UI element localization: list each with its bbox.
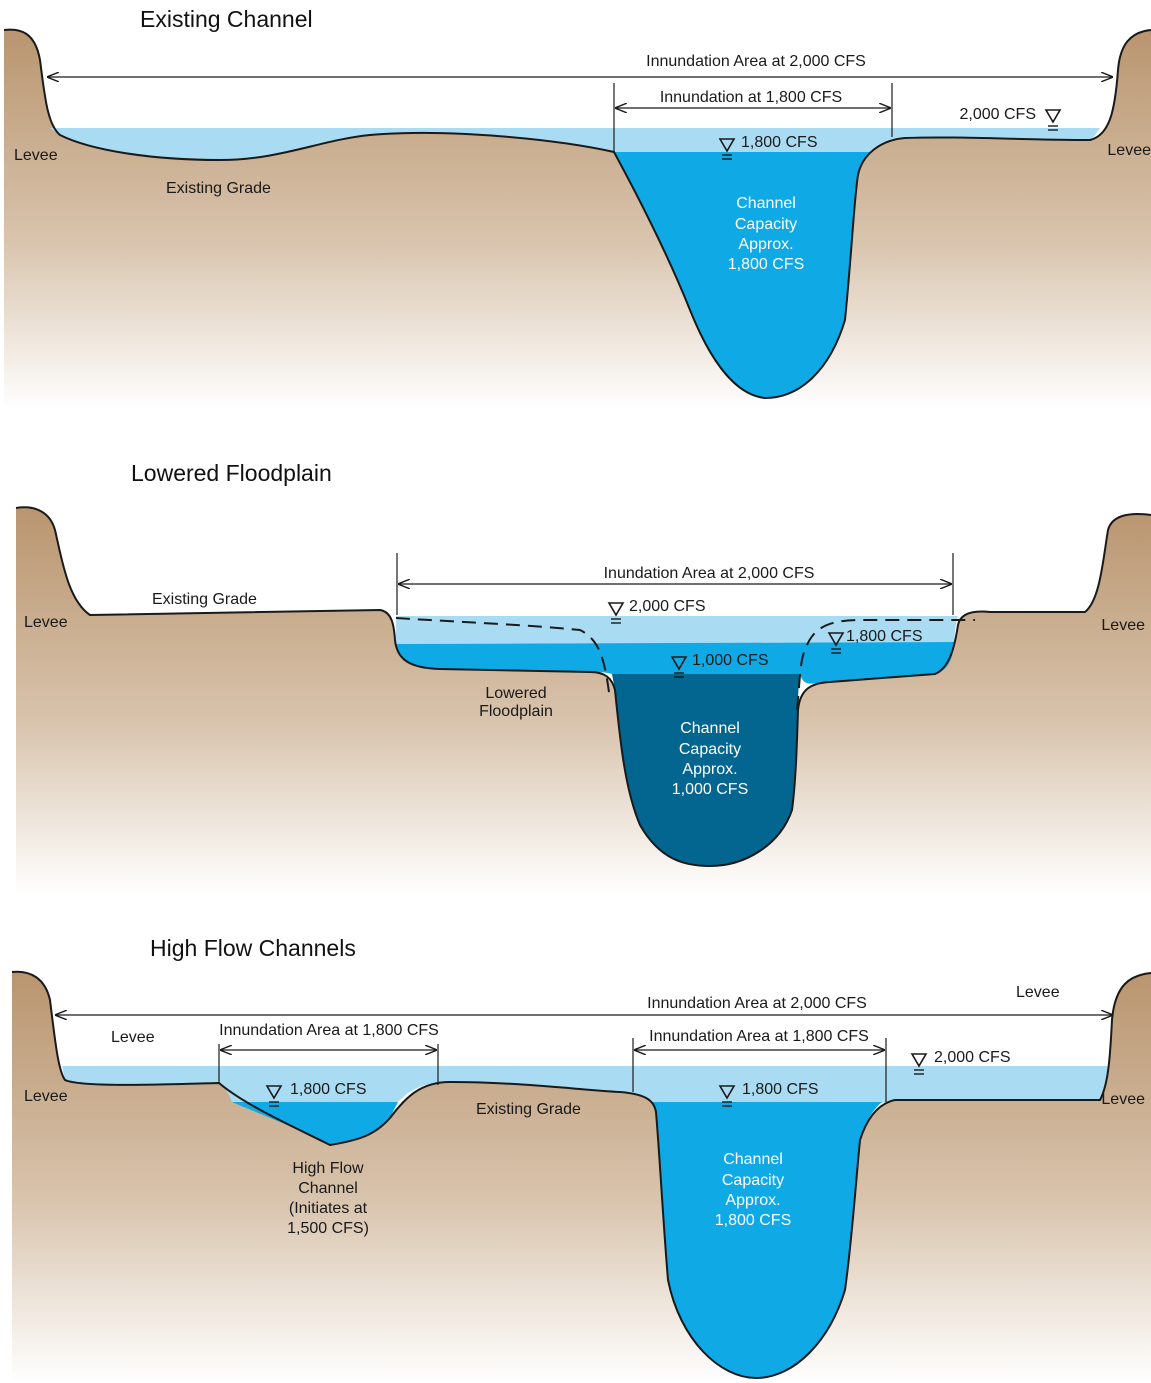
levee-left-top-label: Levee — [111, 1029, 155, 1046]
wse-2000-label: 2,000 CFS — [934, 1049, 1010, 1066]
panel-lowered-floodplain: Lowered Floodplain Inundation Area at 2,… — [15, 460, 1151, 895]
panel-high-flow-channels: High Flow Channels Innundation Area at 2… — [11, 935, 1151, 1383]
inundation-channel-label: Innundation at 1,800 CFS — [660, 89, 842, 106]
panel-title: High Flow Channels — [150, 935, 356, 961]
capacity-label-line: 1,000 CFS — [672, 781, 748, 798]
capacity-label-line: Approx. — [738, 236, 793, 253]
wse-2000-label: 2,000 CFS — [629, 598, 705, 615]
water-surface-icon — [1045, 109, 1061, 131]
capacity-label-line: Capacity — [722, 1172, 784, 1189]
levee-left-label: Levee — [14, 147, 58, 164]
panel-title: Lowered Floodplain — [131, 460, 332, 486]
wse-1000-label: 1,000 CFS — [692, 652, 768, 669]
levee-right-label: Levee — [1101, 617, 1145, 634]
wse-1800-channel-label: 1,800 CFS — [742, 1081, 818, 1098]
capacity-label-line: Channel — [680, 720, 740, 737]
inundation-channel-label: Innundation Area at 1,800 CFS — [649, 1028, 869, 1045]
high-flow-channel-label: High Flow — [292, 1160, 364, 1177]
water-2000cfs — [62, 1066, 1108, 1103]
panel-title: Existing Channel — [140, 6, 313, 32]
water-channel — [612, 674, 800, 866]
high-flow-channel-label: Channel — [298, 1180, 358, 1197]
ground — [4, 29, 1151, 410]
capacity-label-line: Channel — [723, 1151, 783, 1168]
ground — [12, 971, 1151, 1383]
inundation-total-label: Inundation Area at 2,000 CFS — [604, 565, 815, 582]
capacity-label-line: 1,800 CFS — [728, 256, 804, 273]
inundation-total-label: Innundation Area at 2,000 CFS — [646, 53, 866, 70]
capacity-label-line: Approx. — [682, 761, 737, 778]
existing-grade-label: Existing Grade — [476, 1101, 581, 1118]
capacity-label-line: Capacity — [735, 216, 797, 233]
wse-2000-label: 2,000 CFS — [960, 106, 1036, 123]
panel-existing-channel: Existing Channel Innundation Area at 2,0… — [3, 6, 1151, 410]
ground — [16, 507, 1151, 895]
high-flow-channel-label: 1,500 CFS) — [287, 1220, 369, 1237]
capacity-label-line: 1,800 CFS — [715, 1212, 791, 1229]
wse-1800-label: 1,800 CFS — [741, 134, 817, 151]
capacity-label-line: Capacity — [679, 741, 741, 758]
levee-right-label: Levee — [1107, 142, 1151, 159]
inundation-hfc-label: Innundation Area at 1,800 CFS — [219, 1022, 439, 1039]
water-high-flow-channel — [232, 1102, 398, 1145]
levee-right-label: Levee — [1101, 1091, 1145, 1108]
ground-outline — [11, 970, 1151, 1380]
levee-left-label: Levee — [24, 1088, 68, 1105]
lowered-floodplain-label: Lowered — [485, 685, 546, 702]
wse-1800-label: 1,800 CFS — [846, 628, 922, 645]
ground-outline — [3, 28, 1151, 400]
capacity-label-line: Channel — [736, 195, 796, 212]
levee-right-top-label: Levee — [1016, 984, 1060, 1001]
lowered-floodplain-label: Floodplain — [479, 703, 553, 720]
former-grade-dashed — [796, 619, 975, 711]
capacity-label-line: Approx. — [725, 1192, 780, 1209]
wse-1800-hfc-label: 1,800 CFS — [290, 1081, 366, 1098]
levee-left-label: Levee — [24, 614, 68, 631]
high-flow-channel-label: (Initiates at — [289, 1200, 368, 1217]
ground-outline — [15, 506, 1151, 868]
water-channel — [652, 1102, 882, 1378]
former-grade-dashed — [395, 617, 611, 701]
existing-grade-label: Existing Grade — [152, 591, 257, 608]
inundation-total-label: Innundation Area at 2,000 CFS — [647, 995, 867, 1012]
water-2000cfs — [396, 616, 958, 644]
water-channel — [614, 152, 870, 398]
existing-grade-label: Existing Grade — [166, 180, 271, 197]
